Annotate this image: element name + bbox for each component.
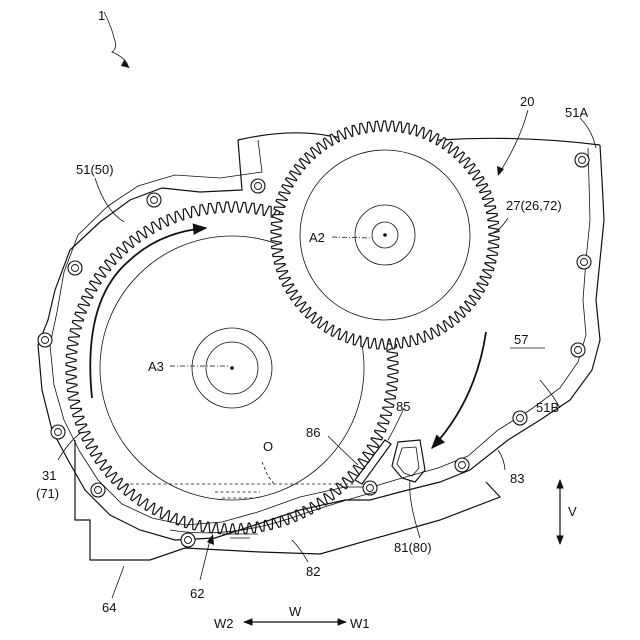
label-O: O — [263, 439, 273, 454]
catch-tank-81-inner — [397, 447, 419, 476]
label-57: 57 — [514, 332, 528, 347]
label-81: 81(80) — [394, 540, 432, 555]
label-W: W — [289, 604, 302, 619]
label-A2: A2 — [309, 230, 325, 245]
catch-tank-81 — [392, 440, 425, 482]
leader-fig-ref — [104, 12, 128, 66]
small-gear-27 — [271, 121, 499, 349]
label-W2: W2 — [214, 616, 234, 631]
label-71: (71) — [36, 486, 59, 501]
label-64: 64 — [102, 600, 116, 615]
leader-82 — [292, 540, 308, 562]
label-62: 62 — [190, 586, 204, 601]
leader-20 — [500, 110, 528, 172]
label-W1: W1 — [350, 616, 370, 631]
label-51A: 51A — [565, 105, 588, 120]
label-51B: 51B — [536, 400, 559, 415]
label-85: 85 — [396, 399, 410, 414]
leader-64 — [112, 566, 124, 598]
leader-62 — [200, 540, 210, 580]
label-A3: A3 — [148, 359, 164, 374]
label-86: 86 — [306, 425, 320, 440]
label-31: 31 — [42, 468, 56, 483]
label-82: 82 — [306, 564, 320, 579]
leader-83 — [498, 450, 505, 470]
label-83: 83 — [510, 471, 524, 486]
rotation-arrow-small-gear — [432, 332, 486, 448]
leader-62-head — [207, 534, 214, 545]
label-V: V — [568, 504, 577, 519]
leader-86 — [328, 436, 358, 465]
label-fig-ref: 1 — [98, 8, 105, 23]
label-51-50: 51(50) — [76, 162, 114, 177]
label-27: 27(26,72) — [506, 198, 562, 213]
label-20: 20 — [520, 94, 534, 109]
